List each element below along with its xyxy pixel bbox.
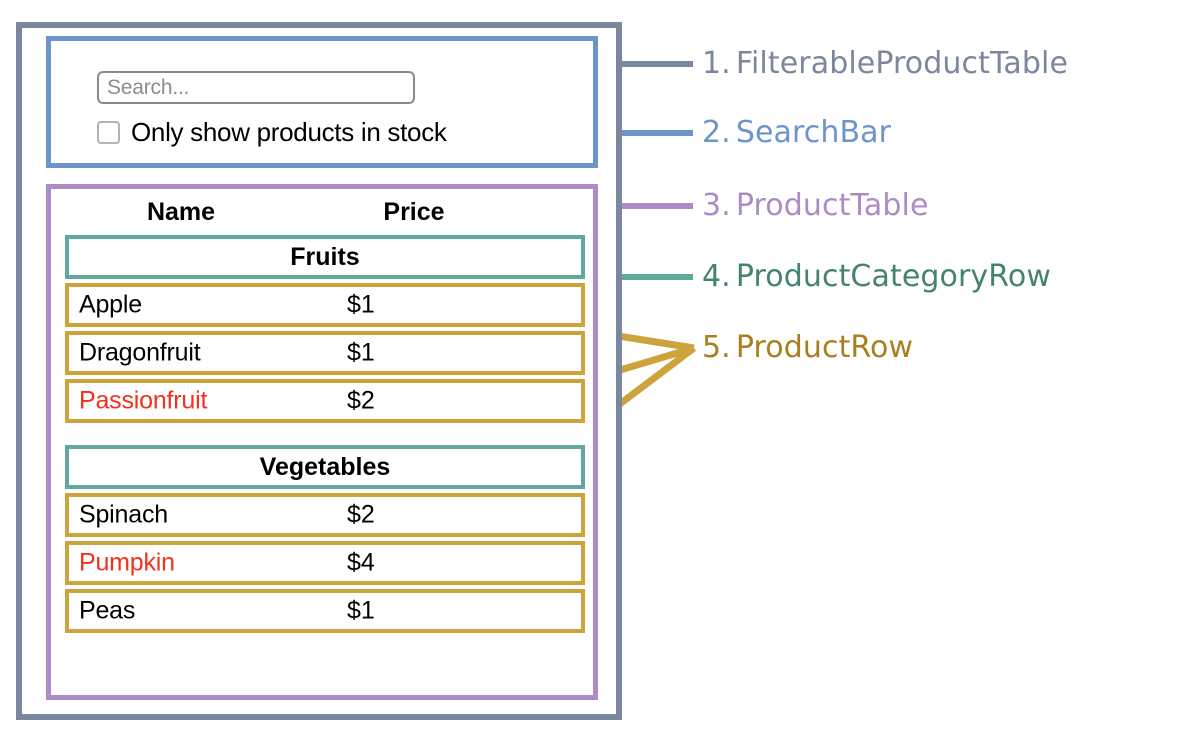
legend-label: ProductCategoryRow [735, 259, 1051, 294]
legend-number: 2. [702, 115, 731, 150]
product-name: Peas [79, 596, 136, 625]
product-price: $2 [347, 386, 375, 415]
product-category-row: Vegetables [65, 445, 585, 489]
product-row[interactable]: Passionfruit $2 [65, 379, 585, 423]
product-price: $1 [347, 338, 375, 367]
search-placeholder-text: Search... [107, 75, 190, 99]
product-name: Apple [79, 290, 142, 319]
product-name: Pumpkin [79, 548, 175, 577]
legend-label: ProductTable [735, 188, 929, 223]
in-stock-filter-row[interactable]: Only show products in stock [97, 117, 447, 148]
legend-number: 3. [702, 188, 731, 223]
product-row[interactable]: Spinach $2 [65, 493, 585, 537]
product-table-inner: Name Price Fruits Apple $1 Dragonfruit $… [59, 189, 587, 633]
product-name: Dragonfruit [79, 338, 201, 367]
product-price: $1 [347, 596, 375, 625]
product-row[interactable]: Pumpkin $4 [65, 541, 585, 585]
product-row[interactable]: Dragonfruit $1 [65, 331, 585, 375]
product-table-box: Name Price Fruits Apple $1 Dragonfruit $… [46, 184, 598, 700]
search-bar-box: Search... Only show products in stock [46, 36, 598, 168]
product-price: $4 [347, 548, 375, 577]
in-stock-checkbox-label: Only show products in stock [131, 117, 447, 147]
product-name: Spinach [79, 500, 168, 529]
legend-item-filterableproducttable: 1.FilterableProductTable [702, 46, 1068, 81]
legend-label: FilterableProductTable [735, 46, 1069, 81]
product-price: $2 [347, 500, 375, 529]
group-spacer [59, 423, 587, 445]
category-label: Fruits [290, 242, 360, 271]
search-input[interactable]: Search... [97, 71, 415, 104]
legend-number: 1. [702, 46, 731, 81]
column-header-name: Name [146, 197, 216, 226]
legend-label: SearchBar [735, 115, 892, 150]
legend-item-productcategoryrow: 4.ProductCategoryRow [702, 259, 1051, 294]
product-category-row: Fruits [65, 235, 585, 279]
column-header-price: Price [383, 197, 445, 226]
product-row[interactable]: Apple $1 [65, 283, 585, 327]
table-header-row: Name Price [59, 189, 587, 235]
legend-label: ProductRow [735, 330, 914, 365]
product-name: Passionfruit [79, 386, 208, 415]
checkbox-icon[interactable] [97, 121, 120, 144]
legend-number: 4. [702, 259, 731, 294]
product-row[interactable]: Peas $1 [65, 589, 585, 633]
product-price: $1 [347, 290, 375, 319]
legend-item-productrow: 5.ProductRow [702, 330, 913, 365]
legend-item-producttable: 3.ProductTable [702, 188, 929, 223]
category-label: Vegetables [259, 452, 391, 481]
legend-number: 5. [702, 330, 731, 365]
legend-item-searchbar: 2.SearchBar [702, 115, 891, 150]
